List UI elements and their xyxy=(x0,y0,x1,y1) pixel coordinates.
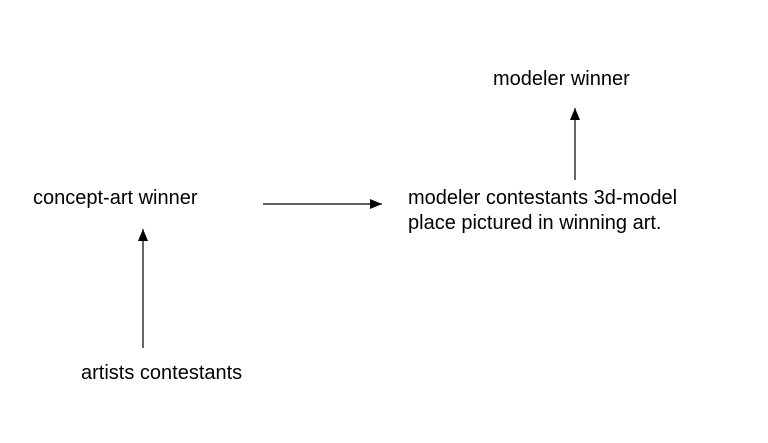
node-artists-contestants: artists contestants xyxy=(81,362,243,384)
node-modeler-contestants: modeler contestants 3d-model place pictu… xyxy=(408,186,677,236)
node-modeler-contestants-line1: modeler contestants 3d-model xyxy=(408,187,678,209)
node-concept-art-winner: concept-art winner xyxy=(33,187,198,209)
node-modeler-contestants-line2: place pictured in winning art. xyxy=(408,212,662,234)
node-modeler-winner: modeler winner xyxy=(493,68,630,90)
